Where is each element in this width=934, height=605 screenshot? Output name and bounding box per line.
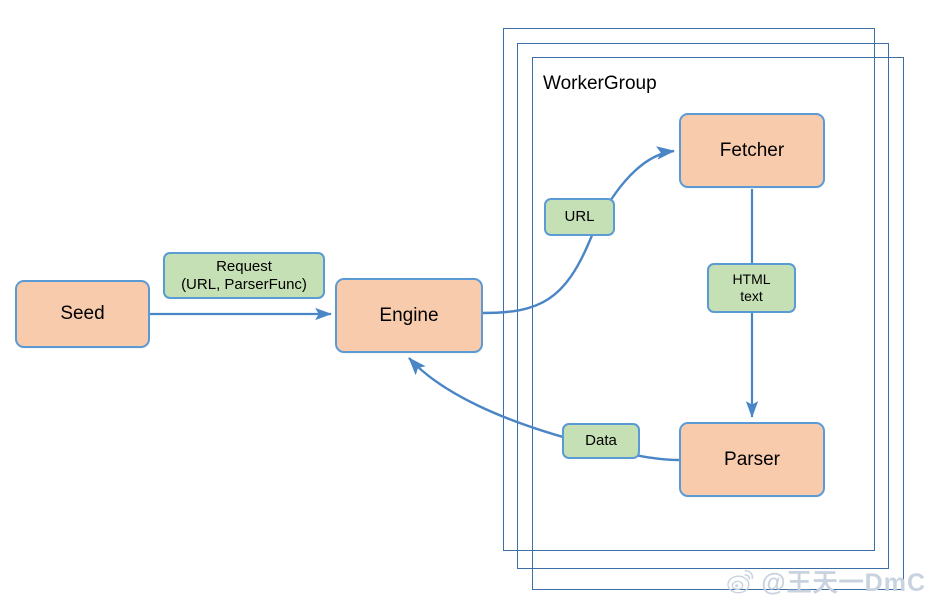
edge-label-data[interactable]: Data xyxy=(562,423,640,459)
edge-label-url[interactable]: URL xyxy=(544,198,615,236)
edge-label-request-line1: Request xyxy=(216,257,272,275)
edge-label-url-text: URL xyxy=(564,208,595,225)
watermark: @王天一DmC xyxy=(727,563,926,599)
node-fetcher[interactable]: Fetcher xyxy=(679,113,825,188)
node-parser[interactable]: Parser xyxy=(679,422,825,497)
node-seed[interactable]: Seed xyxy=(15,280,150,348)
node-engine[interactable]: Engine xyxy=(335,278,483,353)
watermark-handle: @王天一DmC xyxy=(761,569,926,597)
edge-label-html-line2: text xyxy=(740,288,763,304)
workergroup-title: WorkerGroup xyxy=(543,73,657,94)
edge-label-html-line1: HTML xyxy=(732,271,771,288)
workergroup-frame-front xyxy=(532,57,904,590)
edge-label-request[interactable]: Request (URL, ParserFunc) xyxy=(163,252,325,299)
edge-label-html-text[interactable]: HTML text xyxy=(707,263,796,313)
weibo-logo-icon xyxy=(727,569,754,594)
edge-label-request-line2: (URL, ParserFunc) xyxy=(181,275,307,293)
edge-label-data-text: Data xyxy=(585,432,617,449)
